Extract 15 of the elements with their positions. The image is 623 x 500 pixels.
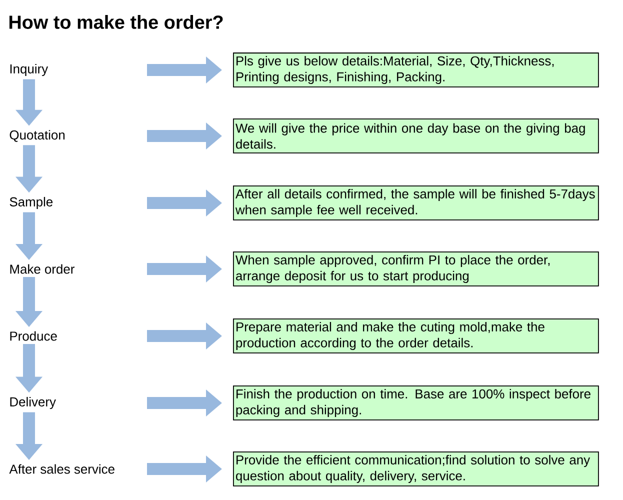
step-label: Quotation bbox=[10, 130, 65, 142]
step-label: After sales service bbox=[9, 464, 114, 474]
step-label: Inquiry bbox=[10, 64, 48, 76]
detail-box: Pls give us below details:Material, Size, Qty,Thickness, Printing designs, Finishing, Packing. bbox=[233, 52, 599, 88]
detail-box: Finish the production on time. Base are 100% inspect before packing and shipping. bbox=[233, 386, 599, 420]
step-label: Produce bbox=[10, 331, 57, 341]
detail-box: After all details confirmed, the sample will be finished 5-7days when sample fee well received. bbox=[233, 186, 599, 220]
title: How to make the order? bbox=[9, 15, 223, 29]
detail-box: Prepare material and make the cuting mold,make the production according to the order details. bbox=[233, 318, 599, 354]
step-label: Delivery bbox=[10, 396, 56, 410]
detail-box: We will give the price within one day base on the giving bag details. bbox=[233, 118, 599, 154]
step-label: Sample bbox=[10, 196, 53, 210]
step-label: Make order bbox=[10, 264, 74, 274]
detail-box: When sample approved, confirm PI to place the order, arrange deposit for us to start producing bbox=[233, 252, 599, 286]
detail-box: Provide the efficient communication;find solution to solve any question about quality, delivery, service. bbox=[233, 452, 599, 486]
